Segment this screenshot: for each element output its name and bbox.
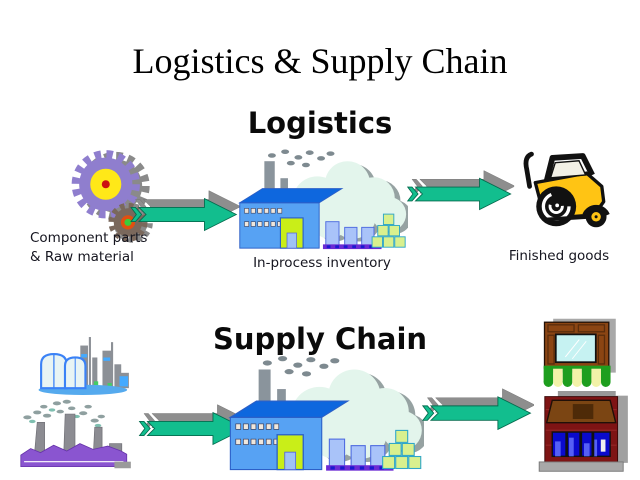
- factory-silhouette-icon: [14, 396, 136, 474]
- component-parts-line1: Component parts: [30, 230, 148, 246]
- page-title: Logistics & Supply Chain: [132, 41, 508, 81]
- flow-arrow-icon-4: [419, 386, 537, 433]
- shop-window-awning-icon: [540, 317, 622, 390]
- logistics-heading: Logistics: [247, 106, 393, 140]
- flow-arrow-icon-1: [129, 188, 241, 234]
- in-process-inventory-label: In-process inventory: [253, 255, 391, 271]
- supply-chain-heading: Supply Chain: [212, 322, 428, 356]
- component-parts-label: Component parts & Raw material: [30, 229, 200, 267]
- forklift-icon: [503, 146, 617, 242]
- gears-icon: [57, 138, 159, 250]
- storefront-icon: [537, 391, 631, 475]
- flow-arrow-icon-2: [403, 168, 518, 213]
- refinery-plant-icon: [36, 331, 134, 401]
- component-parts-line2: & Raw material: [30, 249, 134, 265]
- factory-smoke-cloud-icon-bottom: [226, 352, 424, 474]
- factory-smoke-cloud-icon-top: [236, 146, 408, 252]
- finished-goods-label: Finished goods: [508, 248, 610, 264]
